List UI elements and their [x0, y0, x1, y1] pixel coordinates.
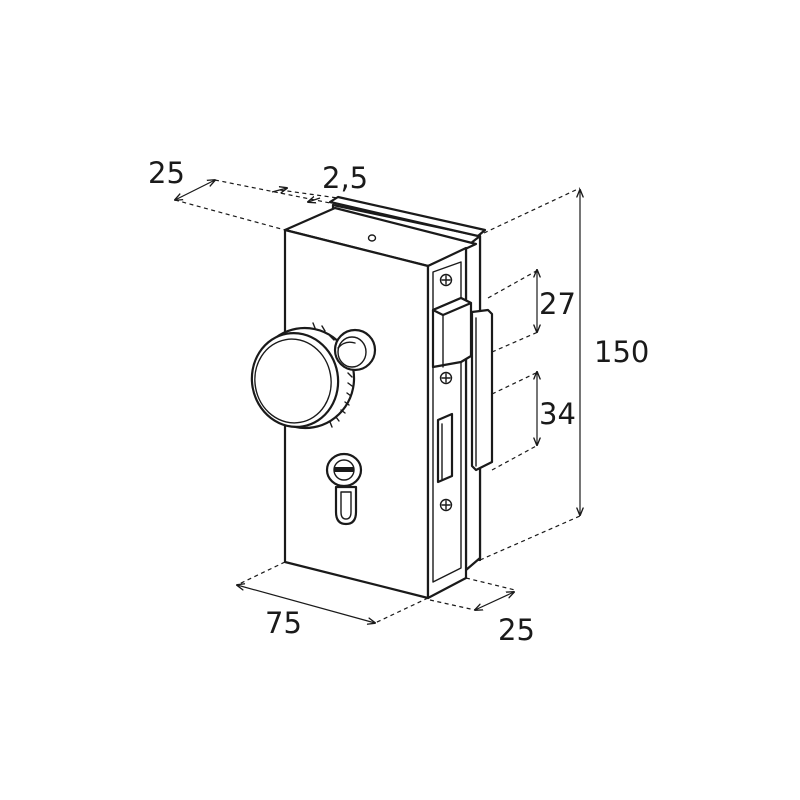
- dim-label-bolt-spacing-bottom: 34: [539, 397, 576, 431]
- screw-icon: [439, 371, 453, 385]
- top-hole-icon: [367, 234, 377, 242]
- dim-label-depth: 25: [498, 613, 535, 647]
- cylinder-icon: [325, 452, 363, 526]
- knob-icon: [250, 322, 356, 430]
- dim-label-bolt-spacing-top: 27: [539, 287, 576, 321]
- faceplate: [431, 261, 473, 583]
- dimension-lines: [175, 180, 580, 623]
- dim-label-gap: 2,5: [322, 161, 368, 195]
- dim-label-faceplate-thickness: 25: [148, 156, 185, 190]
- latch-icon: [431, 296, 473, 369]
- screw-icon: [439, 273, 453, 287]
- screw-icon: [439, 498, 453, 512]
- strike-plate: [470, 308, 494, 472]
- dim-label-backset-width: 75: [265, 606, 302, 640]
- thumbturn-icon: [333, 328, 377, 372]
- deadbolt-slot-icon: [436, 412, 454, 484]
- dim-label-total-height: 150: [594, 335, 649, 369]
